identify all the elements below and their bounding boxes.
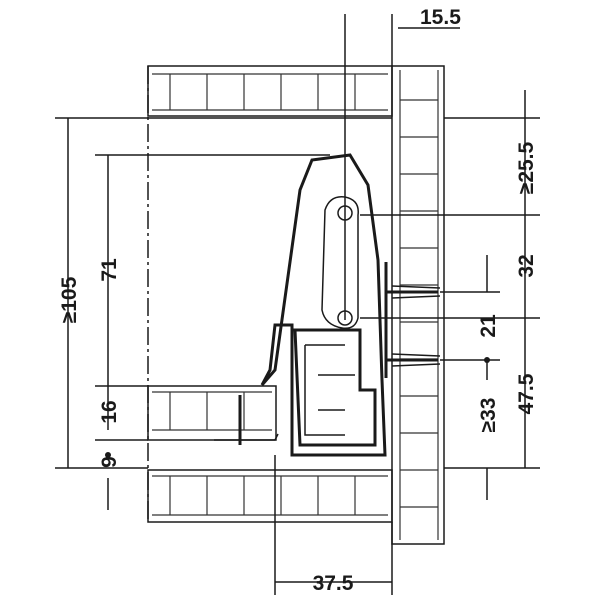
dim-47-5: 47.5: [515, 373, 538, 414]
dim-15-5: 15.5: [420, 6, 461, 29]
drawer-bottom-panel: [147, 385, 277, 441]
bottom-panel: [147, 469, 393, 523]
runner-bracket: [260, 153, 388, 457]
dimension-dot: [105, 452, 111, 458]
top-panel: [147, 65, 393, 117]
screw-drawer-bottom: [214, 395, 279, 445]
dim-33: ≥33: [477, 398, 500, 433]
dim-25-5: ≥25.5: [515, 141, 538, 194]
dim-71: 71: [98, 258, 121, 282]
dim-16: 16: [98, 400, 121, 423]
dim-9: 9: [98, 456, 121, 468]
dim-105: ≥105: [58, 276, 81, 323]
dimension-dot: [484, 357, 490, 363]
cabinet-side-panel: [391, 65, 445, 545]
dimension-lines: [55, 14, 540, 595]
dim-37-5: 37.5: [313, 572, 354, 595]
screw-upper: [386, 285, 441, 299]
dim-21: 21: [477, 314, 500, 338]
screw-lower: [386, 353, 441, 367]
dim-32: 32: [515, 254, 538, 277]
